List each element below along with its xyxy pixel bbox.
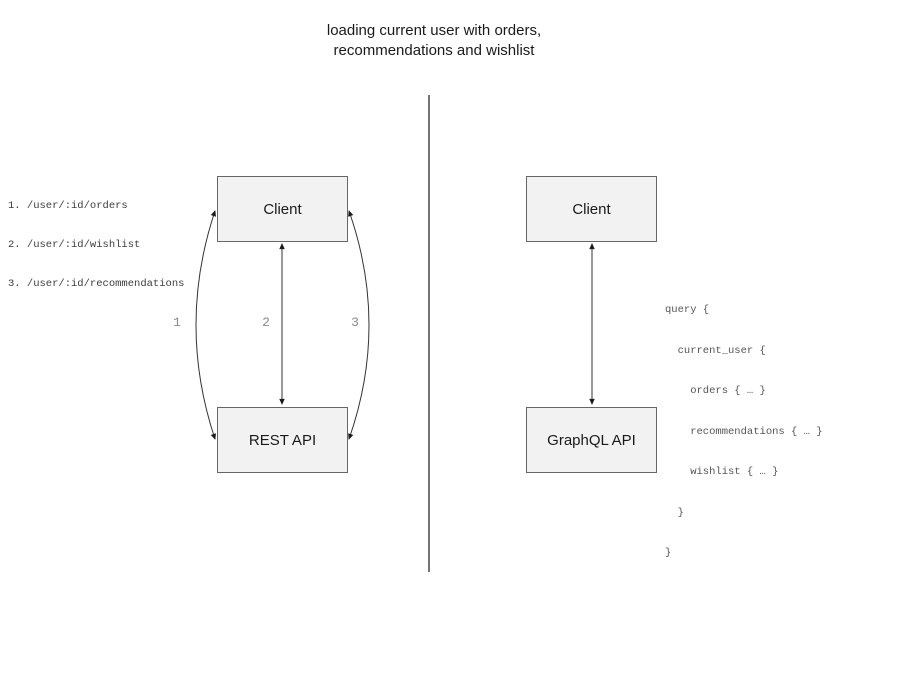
query-line: recommendations { … } xyxy=(665,425,823,438)
endpoint-item: 2. /user/:id/wishlist xyxy=(8,239,141,251)
title-line-2: recommendations and wishlist xyxy=(333,42,535,59)
rest-arrow-1 xyxy=(195,210,216,440)
endpoint-item: 3. /user/:id/recommendations xyxy=(8,278,185,290)
query-line: } xyxy=(665,547,672,559)
rest-client-node: Client xyxy=(217,176,348,242)
graphql-query-block: query { current_user { orders { … } reco… xyxy=(665,277,823,588)
graphql-client-label: Client xyxy=(572,200,611,218)
rest-client-label: Client xyxy=(263,200,302,218)
arrow-label-1: 1 xyxy=(173,315,181,330)
arrow-label-2: 2 xyxy=(262,315,270,330)
rest-api-node: REST API xyxy=(217,407,348,473)
title-line-1: loading current user with orders, xyxy=(326,22,542,39)
query-line: } xyxy=(665,506,684,519)
diagram-title: loading current user with orders, recomm… xyxy=(264,21,604,61)
endpoint-item: 1. /user/:id/orders xyxy=(8,200,128,212)
query-line: current_user { xyxy=(665,344,766,357)
panel-divider xyxy=(428,95,430,572)
graphql-client-node: Client xyxy=(526,176,657,242)
graphql-api-label: GraphQL API xyxy=(547,431,636,449)
query-line: wishlist { … } xyxy=(665,466,779,478)
query-line: query { xyxy=(665,304,710,316)
arrow-label-3: 3 xyxy=(351,315,359,330)
query-line: orders { … } xyxy=(665,385,766,397)
rest-api-label: REST API xyxy=(248,431,317,449)
rest-endpoints-list: 1. /user/:id/orders 2. /user/:id/wishlis… xyxy=(8,174,184,317)
graphql-api-node: GraphQL API xyxy=(526,407,657,473)
